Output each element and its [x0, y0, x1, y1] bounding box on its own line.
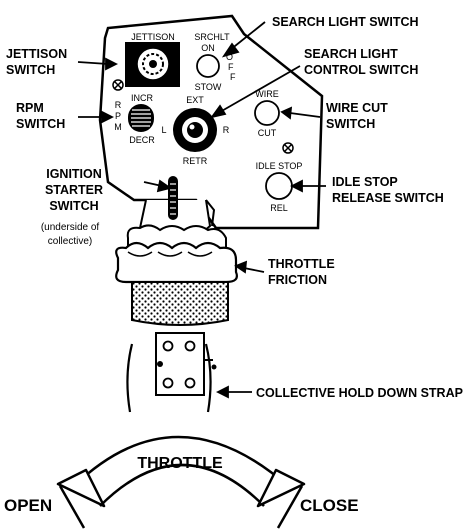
idle-stop-text: IDLE STOP — [256, 161, 303, 171]
jettison-switch-label-2: SWITCH — [6, 63, 55, 77]
underside-note-1: (underside of — [41, 222, 100, 233]
stow-text: STOW — [195, 82, 222, 92]
search-light-control-switch[interactable] — [173, 108, 217, 152]
search-light-control-label-1: SEARCH LIGHT — [304, 47, 398, 61]
throttle-grip — [131, 281, 229, 326]
left-text: L — [161, 125, 166, 135]
underside-note-2: collective) — [48, 236, 92, 247]
search-light-switch[interactable] — [196, 54, 220, 78]
decr-text: DECR — [129, 135, 155, 145]
throttle-open-label: OPEN — [4, 496, 52, 515]
throttle-direction-arc — [56, 435, 306, 529]
right-text: R — [223, 125, 230, 135]
wire-cut-label-2: SWITCH — [326, 117, 375, 131]
retr-text: RETR — [183, 156, 208, 166]
screw-icon — [112, 79, 124, 91]
hold-down-strap-label: COLLECTIVE HOLD DOWN STRAP — [256, 386, 463, 400]
rpm-switch-label-1: RPM — [16, 101, 44, 115]
wire-cut-button[interactable] — [254, 100, 280, 126]
rpm-p-text: P — [115, 111, 121, 121]
incr-text: INCR — [131, 93, 153, 103]
search-light-switch-label: SEARCH LIGHT SWITCH — [272, 15, 419, 29]
ignition-starter-switch[interactable] — [168, 176, 178, 220]
jettison-switch-label-1: JETTISON — [6, 47, 67, 61]
off-f1-text: F — [228, 62, 234, 72]
search-light-control-label-2: CONTROL SWITCH — [304, 63, 418, 77]
on-text: ON — [201, 43, 215, 53]
throttle-close-label: CLOSE — [300, 496, 359, 515]
throttle-arc-title: THROTTLE — [137, 455, 223, 472]
rpm-switch-label-2: SWITCH — [16, 117, 65, 131]
jettison-panel-text: JETTISON — [131, 32, 175, 42]
idle-stop-label-2: RELEASE SWITCH — [332, 191, 444, 205]
throttle-friction-label-2: FRICTION — [268, 273, 327, 287]
throttle-friction-label-1: THROTTLE — [268, 257, 335, 271]
wire-text: WIRE — [255, 89, 279, 99]
rpm-switch[interactable] — [128, 104, 154, 132]
ignition-label-1: IGNITION — [46, 167, 102, 181]
ext-text: EXT — [186, 95, 204, 105]
hold-down-strap — [155, 332, 217, 396]
screw-icon — [282, 142, 294, 154]
rpm-r-text: R — [115, 100, 122, 110]
idle-stop-release-button[interactable] — [265, 172, 293, 200]
throttle-friction-collar — [115, 224, 238, 284]
idle-stop-label-1: IDLE STOP — [332, 175, 398, 189]
rpm-m-text: M — [114, 122, 122, 132]
ignition-label-3: SWITCH — [49, 199, 98, 213]
srchlt-text: SRCHLT — [194, 32, 230, 42]
ignition-label-2: STARTER — [45, 183, 103, 197]
off-o-text: O — [226, 52, 233, 62]
jettison-guard — [125, 42, 180, 87]
collective-tube — [126, 343, 212, 413]
off-f2-text: F — [230, 72, 236, 82]
rel-text: REL — [270, 203, 288, 213]
cut-text: CUT — [258, 128, 277, 138]
leader-arrows — [77, 21, 326, 399]
wire-cut-label-1: WIRE CUT — [326, 101, 388, 115]
